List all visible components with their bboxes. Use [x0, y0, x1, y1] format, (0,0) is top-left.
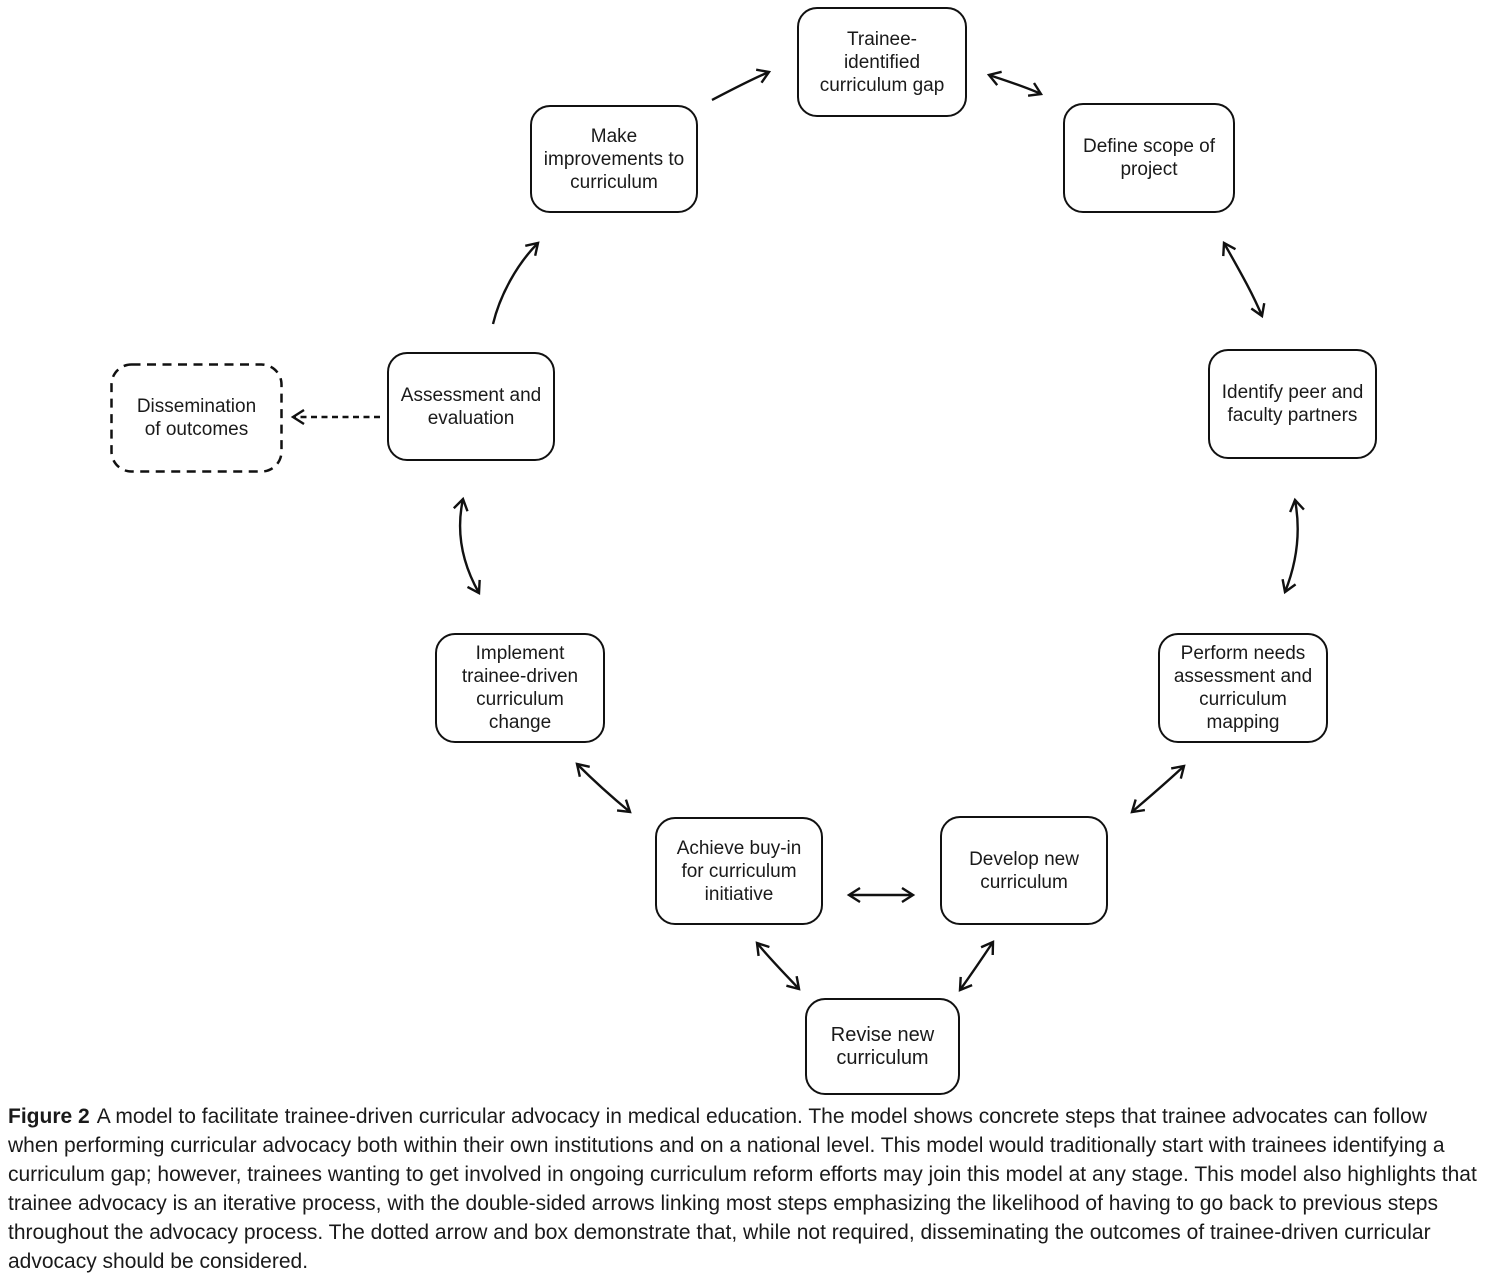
- edge-perform-develop: [1132, 766, 1184, 812]
- edge-identify-perform: [1285, 500, 1298, 592]
- node-achieve-buy-in-for-curriculum-initiative: Achieve buy-in for curriculum initiative: [655, 817, 823, 925]
- node-assessment-and-evaluation: Assessment and evaluation: [387, 352, 555, 461]
- edge-gap-define: [989, 75, 1041, 94]
- node-define-scope-of-project: Define scope of project: [1063, 103, 1235, 213]
- node-develop-new-curriculum: Develop new curriculum: [940, 816, 1108, 925]
- figure-caption-label: Figure 2: [8, 1105, 90, 1128]
- edge-achieve-revise: [757, 943, 799, 989]
- node-dissemination-of-outcomes: Dissemination of outcomes: [136, 396, 257, 440]
- edge-implement-achieve: [577, 764, 630, 812]
- dissemination-dashed-border: [110, 363, 283, 473]
- edge-assessment-make: [491, 243, 538, 325]
- node-trainee-identified-curriculum-gap: Trainee- identified curriculum gap: [797, 7, 967, 117]
- node-revise-new-curriculum: Revise new curriculum: [805, 998, 960, 1095]
- edge-make-to-gap: [711, 72, 769, 102]
- edge-define-identify: [1224, 243, 1262, 316]
- node-identify-peer-and-faculty-partners: Identify peer and faculty partners: [1208, 349, 1377, 459]
- figure-caption-text: A model to facilitate trainee-driven cur…: [8, 1105, 1477, 1273]
- node-make-improvements-to-curriculum: Make improvements to curriculum: [530, 105, 698, 213]
- edge-develop-revise: [960, 942, 993, 990]
- node-implement-trainee-driven-curriculum-change: Implement trainee-driven curriculum chan…: [435, 633, 605, 743]
- node-perform-needs-assessment-and-curriculum-mapping: Perform needs assessment and curriculum …: [1158, 633, 1328, 743]
- edge-implement-assessment: [460, 499, 479, 593]
